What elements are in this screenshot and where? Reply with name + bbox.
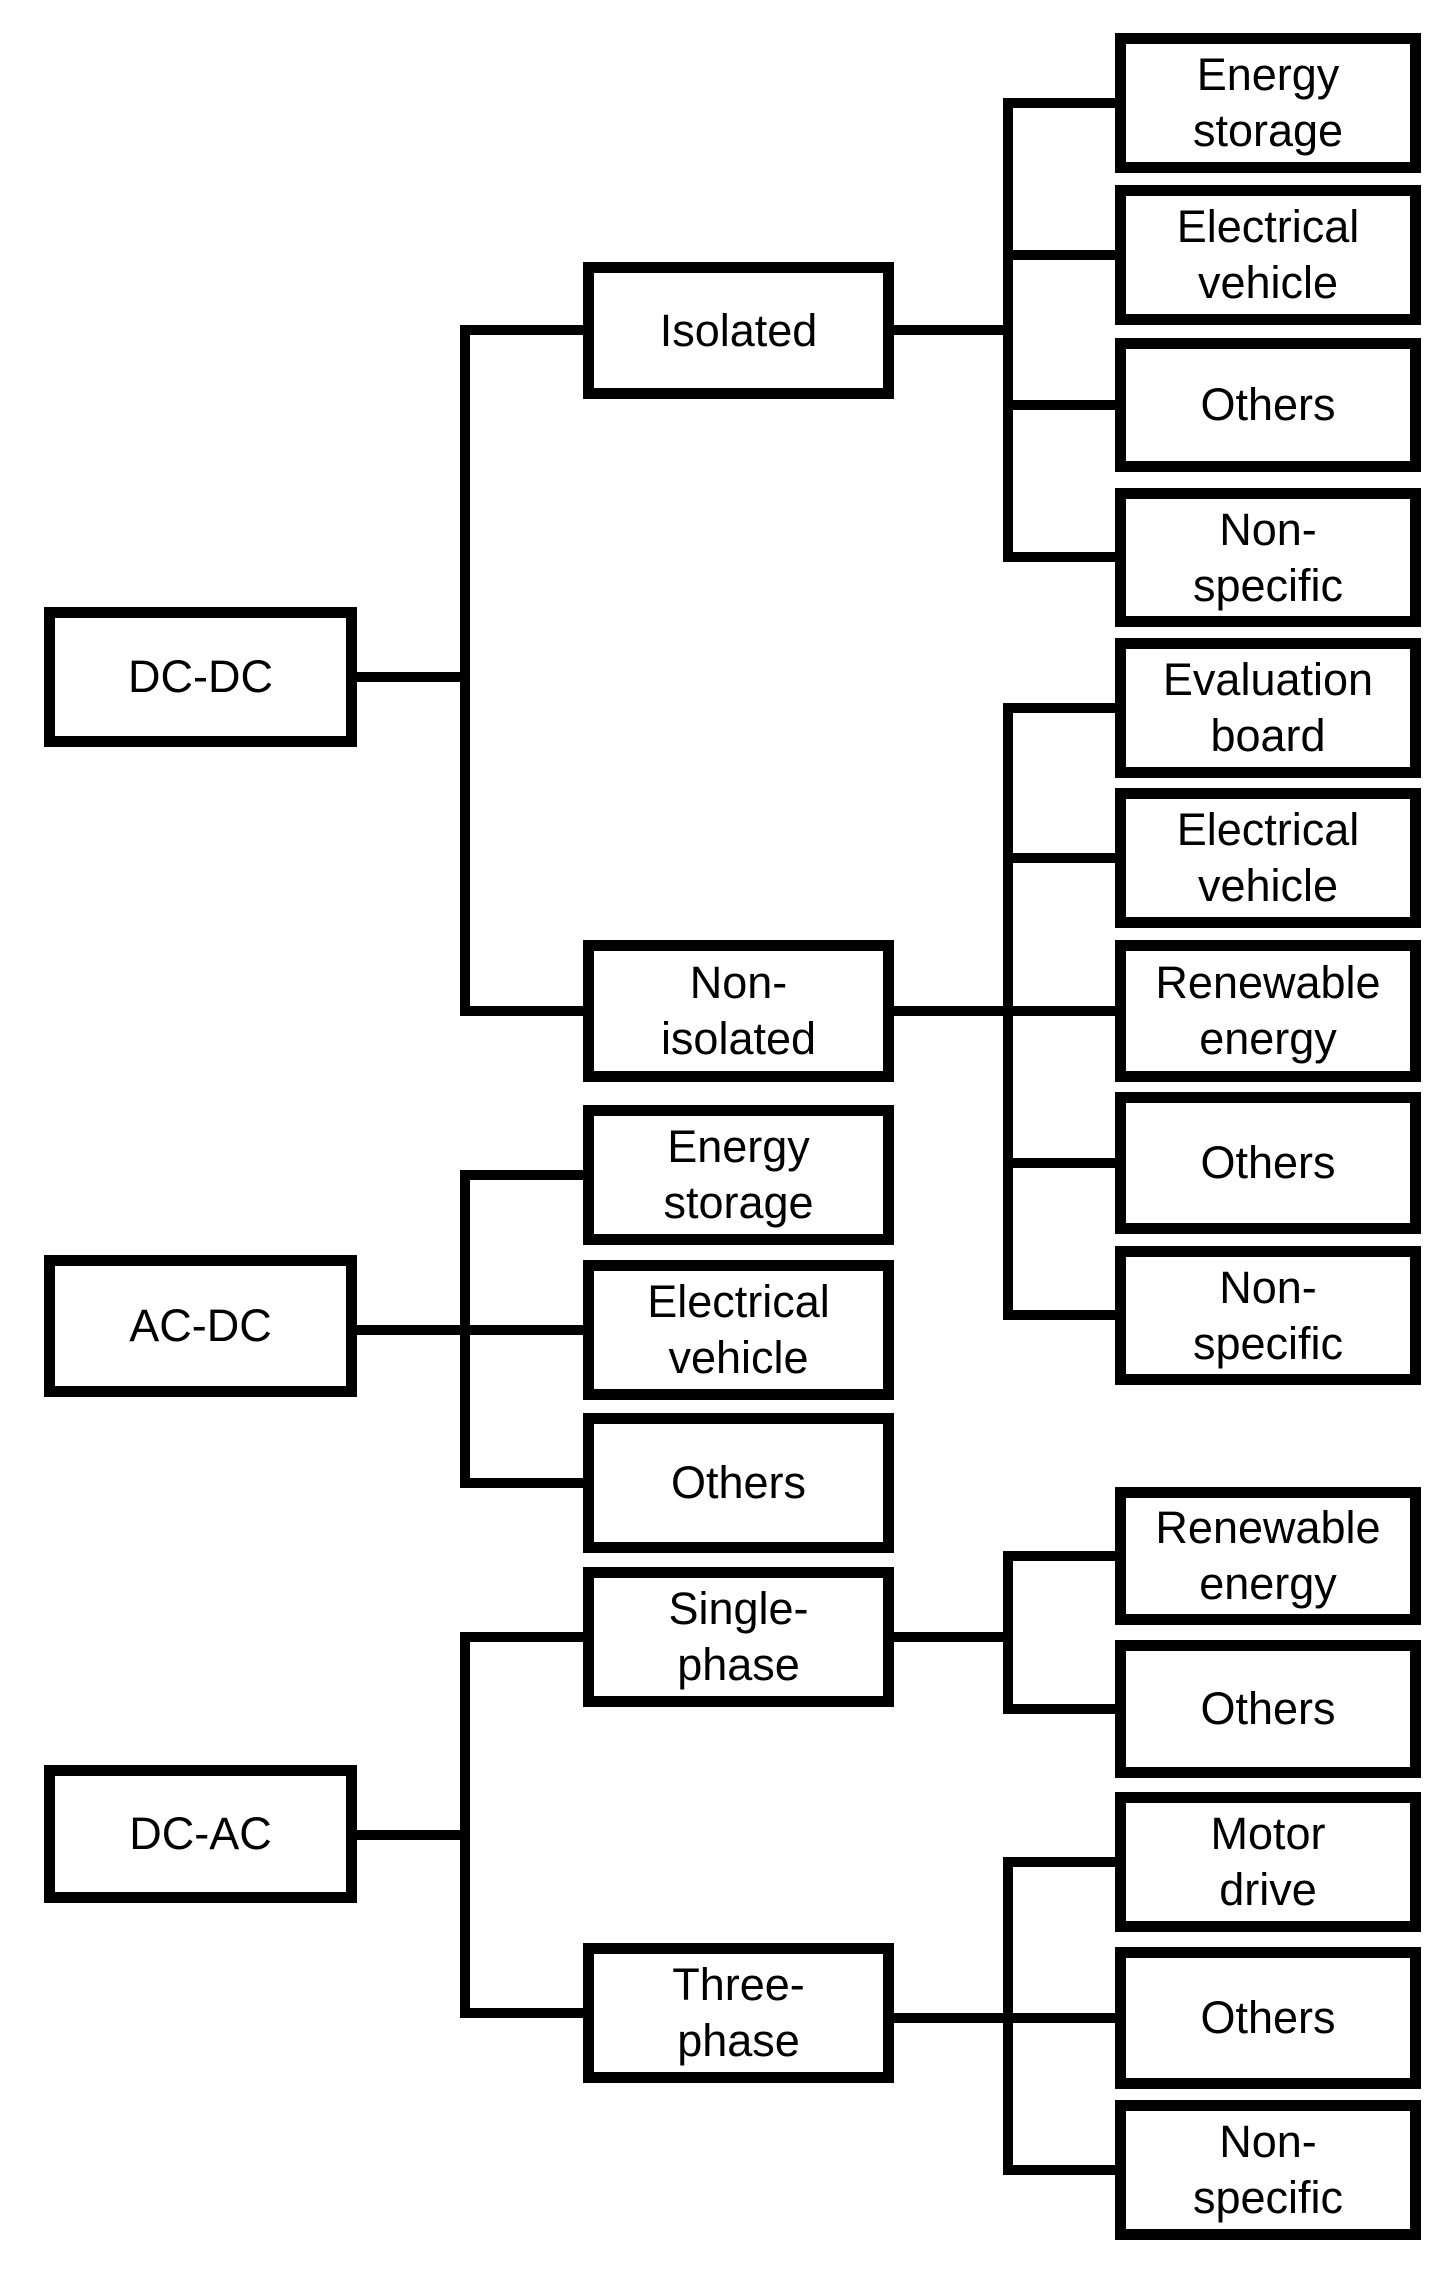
node-single-phase: Single- phase bbox=[583, 1567, 894, 1707]
connector-acdc-to-electrical-vehicle bbox=[357, 1325, 583, 1335]
node-tp-motor-drive: Motor drive bbox=[1115, 1792, 1421, 1932]
node-tp-others: Others bbox=[1115, 1947, 1421, 2089]
connector-dcdc-to-spine bbox=[357, 672, 470, 682]
stub-tp-motor-drive bbox=[1003, 1857, 1115, 1867]
node-isolated: Isolated bbox=[583, 262, 894, 399]
node-sp-others: Others bbox=[1115, 1640, 1421, 1778]
spine-dcdc-children bbox=[460, 325, 470, 1016]
connector-spine-to-isolated bbox=[460, 325, 583, 335]
spine-acdc-children bbox=[460, 1170, 470, 1488]
node-acdc: AC-DC bbox=[44, 1255, 357, 1397]
stub-sp-renewable-energy bbox=[1003, 1551, 1115, 1561]
node-sp-renewable-energy: Renewable energy bbox=[1115, 1487, 1421, 1625]
connector-three-phase-to-others bbox=[894, 2013, 1115, 2023]
connector-spine-to-three-phase bbox=[460, 2008, 583, 2018]
node-ni-non-specific: Non- specific bbox=[1115, 1246, 1421, 1385]
connector-isolated-to-spine bbox=[894, 325, 1013, 335]
connector-dcac-to-spine bbox=[357, 1830, 470, 1840]
stub-ni-non-specific bbox=[1003, 1310, 1115, 1320]
node-iso-energy-storage: Energy storage bbox=[1115, 33, 1421, 173]
node-non-isolated: Non- isolated bbox=[583, 940, 894, 1082]
node-tp-non-specific: Non- specific bbox=[1115, 2100, 1421, 2240]
node-dcac: DC-AC bbox=[44, 1765, 357, 1903]
node-ni-evaluation-board: Evaluation board bbox=[1115, 638, 1421, 778]
connector-spine-to-single-phase bbox=[460, 1632, 583, 1642]
node-iso-non-specific: Non- specific bbox=[1115, 488, 1421, 627]
node-acdc-electrical-vehicle: Electrical vehicle bbox=[583, 1260, 894, 1400]
spine-dcac-children bbox=[460, 1632, 470, 2018]
stub-iso-energy-storage bbox=[1003, 98, 1115, 108]
node-acdc-energy-storage: Energy storage bbox=[583, 1105, 894, 1245]
stub-iso-electrical-vehicle bbox=[1003, 250, 1115, 260]
node-dcdc: DC-DC bbox=[44, 607, 357, 747]
stub-ni-electrical-vehicle bbox=[1003, 853, 1115, 863]
node-iso-others: Others bbox=[1115, 338, 1421, 472]
stub-tp-non-specific bbox=[1003, 2165, 1115, 2175]
connector-single-phase-to-spine bbox=[894, 1632, 1013, 1642]
stub-iso-others bbox=[1003, 400, 1115, 410]
node-ni-others: Others bbox=[1115, 1092, 1421, 1234]
connector-non-isolated-to-renewable-energy bbox=[894, 1006, 1115, 1016]
stub-acdc-others bbox=[460, 1478, 583, 1488]
stub-ni-others bbox=[1003, 1158, 1115, 1168]
stub-sp-others bbox=[1003, 1704, 1115, 1714]
node-acdc-others: Others bbox=[583, 1413, 894, 1553]
node-iso-electrical-vehicle: Electrical vehicle bbox=[1115, 185, 1421, 325]
stub-iso-non-specific bbox=[1003, 552, 1115, 562]
stub-acdc-energy-storage bbox=[460, 1170, 583, 1180]
node-three-phase: Three- phase bbox=[583, 1943, 894, 2083]
stub-ni-evaluation-board bbox=[1003, 703, 1115, 713]
node-ni-electrical-vehicle: Electrical vehicle bbox=[1115, 788, 1421, 928]
connector-spine-to-non-isolated bbox=[460, 1006, 583, 1016]
node-ni-renewable-energy: Renewable energy bbox=[1115, 940, 1421, 1082]
